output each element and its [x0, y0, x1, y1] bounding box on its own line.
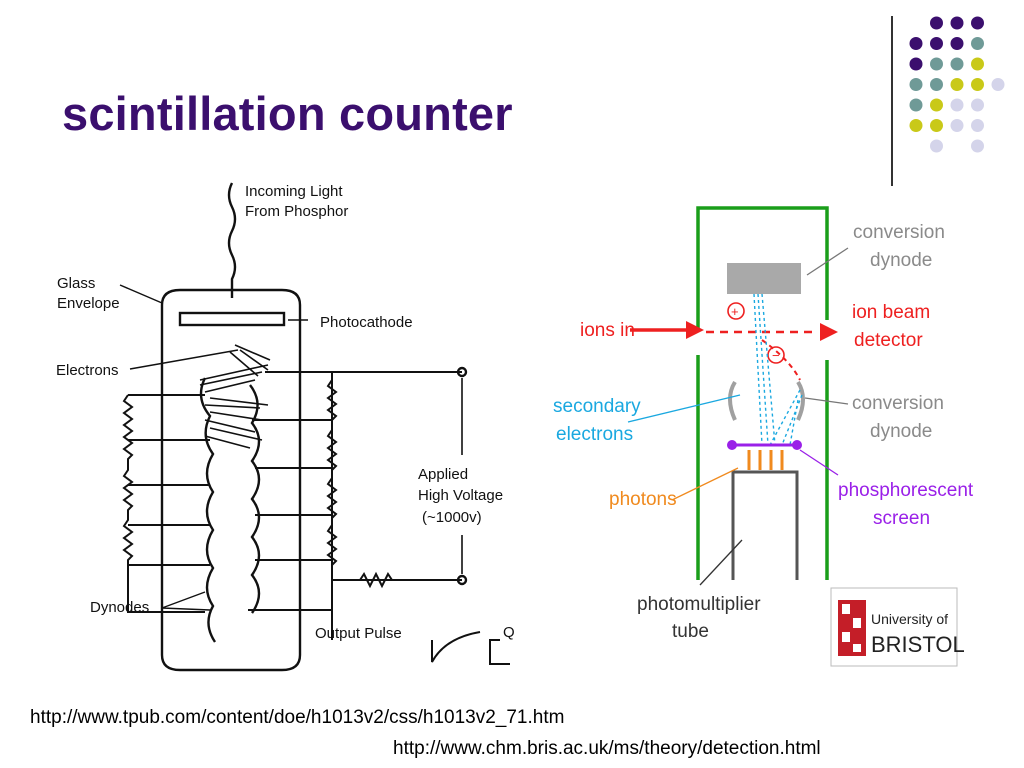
- terminal-top: [456, 366, 468, 378]
- decorative-dot: [971, 98, 984, 112]
- incoming-light-arrow: [227, 182, 237, 298]
- resistor-chain-left: [122, 394, 134, 575]
- label-incoming-light-1: Incoming Light: [245, 183, 343, 200]
- label-output-pulse: Output Pulse: [315, 625, 402, 642]
- decorative-dot: [950, 37, 964, 50]
- svg-text:−: −: [772, 348, 780, 363]
- svg-text:+: +: [731, 304, 739, 319]
- label-electrons: Electrons: [56, 362, 119, 379]
- source-url-2[interactable]: http://www.chm.bris.ac.uk/ms/theory/dete…: [393, 738, 821, 759]
- decorative-dot: [991, 78, 1005, 91]
- label-photons: photons: [609, 489, 677, 510]
- detector-frame: [696, 206, 829, 580]
- label-phosphorescent-2: screen: [873, 508, 930, 529]
- decorative-dot: [971, 119, 984, 132]
- decorative-dots: [909, 16, 1005, 153]
- label-conversion-dynode-top-1: conversion: [853, 222, 945, 243]
- terminal-bottom: [456, 574, 468, 586]
- dynode-chain: [199, 377, 261, 643]
- decorative-dot: [930, 98, 943, 112]
- label-photocathode: Photocathode: [320, 314, 413, 331]
- glass-envelope: [160, 288, 302, 672]
- photomultiplier-schematic: Incoming Light From Phosphor Glass Envel…: [56, 182, 515, 672]
- photon-lines: [747, 450, 784, 470]
- decorative-dot: [909, 57, 923, 71]
- logo-line2: BRISTOL: [871, 632, 965, 657]
- label-glass-1: Glass: [57, 275, 95, 292]
- decorative-dot: [950, 16, 964, 30]
- source-url-1[interactable]: http://www.tpub.com/content/doe/h1013v2/…: [30, 707, 565, 728]
- electron-arrows: [229, 344, 271, 377]
- decorative-dot: [930, 119, 943, 132]
- label-conversion-dynode-bottom-1: conversion: [852, 393, 944, 414]
- label-ion-beam-2: detector: [854, 330, 923, 351]
- conversion-dynode-left: [728, 380, 737, 421]
- label-pmt-2: tube: [672, 621, 709, 642]
- photocathode: [178, 311, 286, 327]
- label-output-q: Q: [503, 624, 515, 641]
- conversion-dynode-top: [727, 263, 801, 294]
- decorative-dot: [909, 37, 923, 50]
- university-logo: University of BRISTOL: [830, 587, 965, 667]
- label-dynodes: Dynodes: [90, 599, 149, 616]
- decorative-dot: [971, 78, 984, 91]
- label-phosphorescent-1: phosphorescent: [838, 480, 974, 501]
- decorative-dot: [909, 98, 923, 112]
- output-pulse-wave: [431, 631, 481, 663]
- label-incoming-light-2: From Phosphor: [245, 203, 348, 220]
- decorative-dot: [909, 119, 923, 132]
- decorative-dot: [971, 16, 984, 30]
- label-secondary-2: electrons: [556, 424, 633, 445]
- decorative-dot: [950, 119, 964, 132]
- decorative-dot: [971, 139, 984, 153]
- decorative-dot: [909, 78, 923, 91]
- label-applied-3: (~1000v): [422, 509, 482, 526]
- slide-title: scintillation counter: [62, 87, 513, 140]
- label-ions-in: ions in: [580, 320, 635, 341]
- decorative-dot: [950, 57, 964, 71]
- label-glass-2: Envelope: [57, 295, 120, 312]
- ion-beam-detector-diagram: + − conversion dynode: [553, 206, 974, 667]
- photomultiplier-tube: [731, 470, 799, 580]
- conversion-dynode-right: [796, 380, 805, 421]
- label-conversion-dynode-bottom-2: dynode: [870, 421, 932, 442]
- title-divider-line: [891, 16, 893, 186]
- decorative-dot: [930, 57, 943, 71]
- label-applied-2: High Voltage: [418, 487, 503, 504]
- label-conversion-dynode-top-2: dynode: [870, 250, 932, 271]
- decorative-dot: [930, 78, 943, 91]
- logo-line1: University of: [871, 611, 948, 627]
- decorative-dot: [930, 139, 943, 153]
- label-secondary-1: secondary: [553, 396, 641, 417]
- decorative-dot: [950, 78, 964, 91]
- electron-cascade: [199, 364, 269, 449]
- label-ion-beam-1: ion beam: [852, 302, 930, 323]
- decorative-dot: [950, 98, 964, 112]
- resistor-chain-right: [326, 379, 338, 566]
- decorative-dot: [971, 37, 984, 50]
- decorative-dot: [971, 57, 984, 71]
- decorative-dot: [930, 37, 943, 50]
- label-applied-1: Applied: [418, 466, 468, 483]
- label-pmt-1: photomultiplier: [637, 594, 761, 615]
- decorative-dot: [930, 16, 943, 30]
